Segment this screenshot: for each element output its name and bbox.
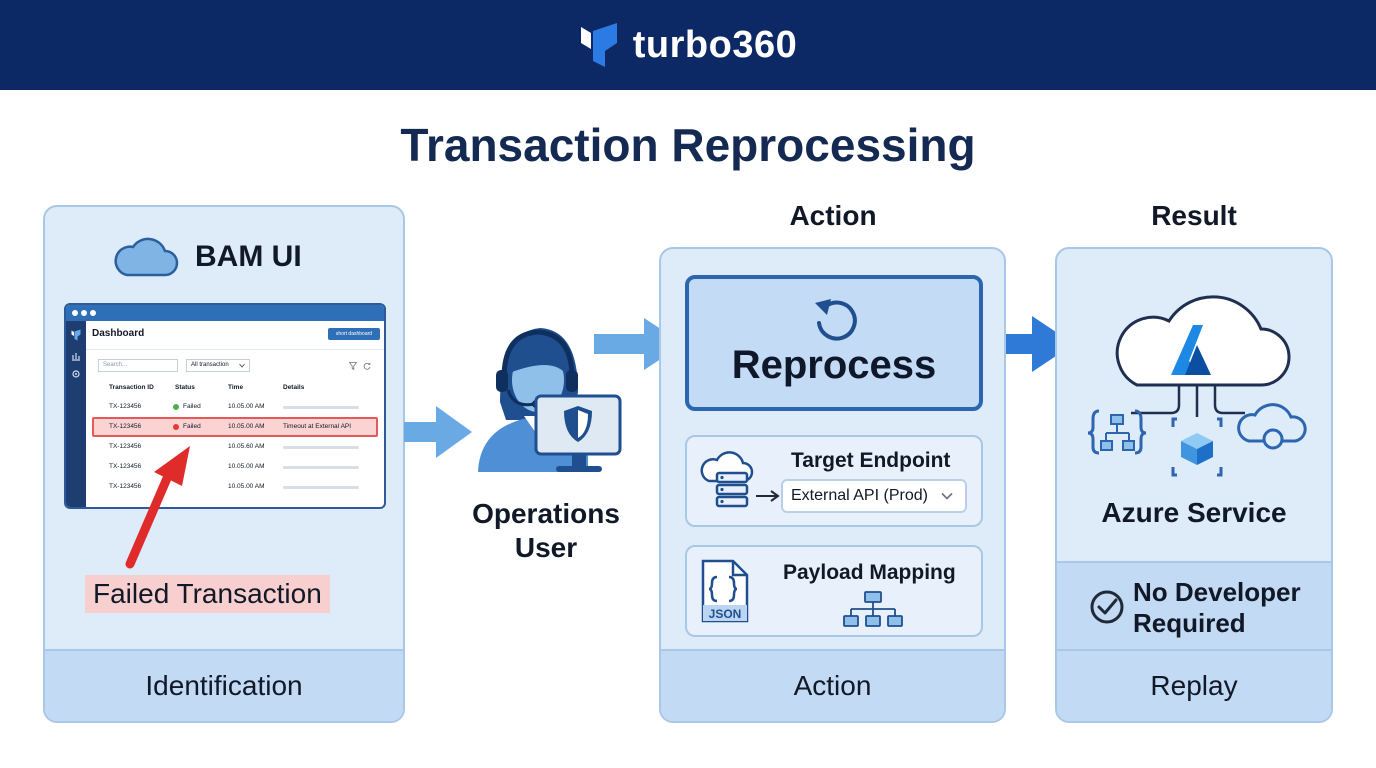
status-dot bbox=[173, 404, 179, 410]
time: 10.05.00 AM bbox=[228, 423, 265, 430]
dashboard-sidebar bbox=[66, 321, 86, 507]
result-footer: Replay bbox=[1057, 649, 1331, 721]
details-placeholder bbox=[283, 446, 359, 449]
target-endpoint-select[interactable]: External API (Prod) bbox=[781, 479, 967, 513]
badge-line: Required bbox=[1133, 608, 1246, 638]
transaction-id: TX-123456 bbox=[109, 443, 142, 450]
turbo360-logo-icon bbox=[580, 23, 617, 67]
json-file-label: JSON bbox=[709, 607, 742, 621]
chevron-down-icon bbox=[941, 492, 953, 500]
failed-transaction-callout: Failed Transaction bbox=[85, 575, 330, 613]
bam-ui-heading: BAM UI bbox=[113, 235, 302, 279]
table-row[interactable]: TX-123456 10.05.60 AM bbox=[92, 437, 378, 457]
hierarchy-icon bbox=[843, 591, 903, 627]
details-placeholder bbox=[283, 466, 359, 469]
support-agent-icon bbox=[478, 328, 622, 472]
details: Timeout at External API bbox=[283, 423, 352, 430]
bam-dashboard-window: Dashboard short dashboard Search... All … bbox=[64, 303, 386, 509]
window-dot bbox=[72, 310, 78, 316]
refresh-icon bbox=[815, 299, 857, 341]
column-header[interactable]: Details bbox=[283, 384, 305, 391]
column-header[interactable]: Transaction ID bbox=[109, 384, 154, 391]
action-footer: Action bbox=[661, 649, 1004, 721]
filter-icon[interactable] bbox=[349, 362, 357, 370]
transaction-id: TX-123456 bbox=[109, 423, 142, 430]
brand-name: turbo360 bbox=[632, 23, 798, 66]
cloud-icon bbox=[114, 237, 179, 277]
bam-ui-label: BAM UI bbox=[195, 240, 302, 273]
pointer-arrow-icon bbox=[125, 446, 190, 569]
reprocess-button[interactable]: Reprocess bbox=[685, 275, 983, 411]
failed-table-row[interactable]: TX-123456 Failed 10.05.00 AM Timeout at … bbox=[92, 417, 378, 437]
divider bbox=[86, 349, 384, 350]
dashboard-main: Dashboard short dashboard Search... All … bbox=[86, 321, 384, 507]
status-text: Failed bbox=[183, 403, 201, 410]
dashboard-title: Dashboard bbox=[92, 328, 145, 339]
cloud-server-icon bbox=[700, 451, 754, 508]
label-line: Operations bbox=[472, 498, 620, 529]
window-dot bbox=[81, 310, 87, 316]
target-endpoint-title: Target Endpoint bbox=[791, 449, 951, 472]
filter-value: All transaction bbox=[191, 362, 229, 368]
identification-footer: Identification bbox=[45, 649, 403, 721]
json-file-icon: JSON bbox=[701, 559, 749, 623]
column-header[interactable]: Status bbox=[175, 384, 195, 391]
result-column-header: Result bbox=[1151, 200, 1237, 231]
action-column-header: Action bbox=[789, 200, 877, 231]
table-row[interactable]: TX-123456 Failed 10.05.00 AM bbox=[92, 397, 378, 417]
action-panel: Reprocess Target Endpoint External API (… bbox=[659, 247, 1006, 723]
table-row[interactable]: TX-123456 10.05.00 AM bbox=[92, 457, 378, 477]
no-developer-badge: No Developer Required bbox=[1057, 561, 1331, 651]
check-circle-icon bbox=[1090, 590, 1124, 624]
time: 10.05.00 AM bbox=[228, 403, 265, 410]
arrow-right-icon bbox=[756, 490, 780, 502]
turbo360-logo-icon bbox=[71, 329, 81, 341]
refresh-icon[interactable] bbox=[363, 362, 371, 370]
identification-panel: BAM UI Dashboard short dashboard Se bbox=[43, 205, 405, 723]
azure-service-label: Azure Service bbox=[1101, 497, 1287, 528]
time: 10.05.60 AM bbox=[228, 443, 265, 450]
window-dot bbox=[90, 310, 96, 316]
reprocess-label: Reprocess bbox=[731, 343, 937, 387]
transaction-id: TX-123456 bbox=[109, 483, 142, 490]
status-filter-select[interactable]: All transaction bbox=[186, 359, 250, 372]
time: 10.05.00 AM bbox=[228, 463, 265, 470]
brand: turbo360 bbox=[579, 21, 797, 69]
no-developer-text: No Developer Required bbox=[1133, 577, 1301, 639]
time: 10.05.00 AM bbox=[228, 483, 265, 490]
payload-mapping-title: Payload Mapping bbox=[783, 561, 956, 584]
chart-icon[interactable] bbox=[71, 351, 81, 361]
gear-icon[interactable] bbox=[71, 369, 81, 379]
transaction-id: TX-123456 bbox=[109, 463, 142, 470]
azure-cloud-icon bbox=[1087, 295, 1307, 477]
details-placeholder bbox=[283, 486, 359, 489]
operations-user-label: Operations User bbox=[466, 497, 626, 565]
status-dot bbox=[173, 424, 179, 430]
dashboard-button[interactable]: short dashboard bbox=[328, 328, 380, 340]
target-endpoint-card: Target Endpoint External API (Prod) bbox=[685, 435, 983, 527]
app-header: turbo360 bbox=[0, 0, 1376, 90]
window-titlebar bbox=[66, 305, 384, 321]
page-title: Transaction Reprocessing bbox=[400, 119, 976, 171]
chevron-down-icon bbox=[239, 363, 245, 368]
table-row[interactable]: TX-123456 10.05.00 AM bbox=[92, 477, 378, 497]
details-placeholder bbox=[283, 406, 359, 409]
badge-line: No Developer bbox=[1133, 577, 1301, 607]
result-panel: Azure Service No Developer Required Repl… bbox=[1055, 247, 1333, 723]
search-input[interactable]: Search... bbox=[98, 359, 178, 372]
status-text: Failed bbox=[183, 423, 201, 430]
payload-mapping-card: JSON Payload Mapping bbox=[685, 545, 983, 637]
column-header[interactable]: Time bbox=[228, 384, 244, 391]
target-endpoint-value: External API (Prod) bbox=[791, 487, 928, 504]
label-line: User bbox=[514, 532, 578, 563]
transaction-id: TX-123456 bbox=[109, 403, 142, 410]
flow-arrow-icon bbox=[404, 406, 472, 458]
